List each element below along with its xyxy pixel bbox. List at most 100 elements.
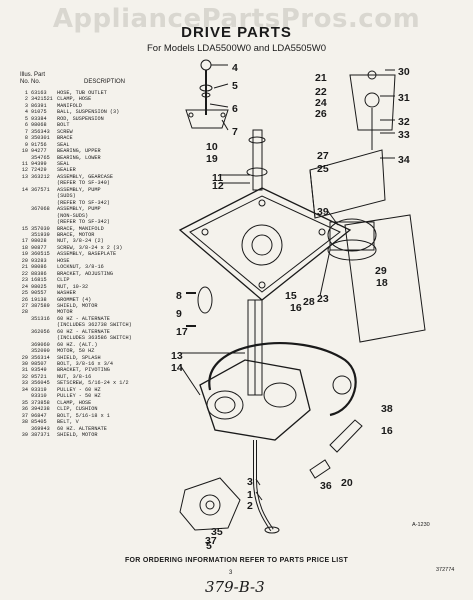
part-description: HOSE: [57, 257, 70, 264]
part-description: SETSCREW, 5/16-24 x 1/2: [57, 380, 129, 387]
page-number: 3: [229, 570, 233, 576]
part-description: LOCKNUT, 3/8-16: [57, 264, 104, 271]
callout-number: 9: [176, 308, 182, 320]
part-description: BRACE, MOTOR: [57, 231, 95, 238]
pump-assembly: [179, 477, 241, 531]
part-description: NUT, 3/8-24 (2): [57, 238, 104, 245]
part-description: SHIELD, MOTOR: [57, 302, 98, 309]
adjusting-bracket: [329, 419, 363, 453]
part-illus-number: 17: [21, 238, 28, 245]
callout-number: 28: [303, 296, 315, 308]
callout-number: 29: [375, 265, 387, 277]
header-no: No. No.: [20, 79, 41, 85]
parts-list-header: Illus. Part No. No. DESCRIPTION: [20, 72, 125, 86]
baseplate: [178, 187, 352, 301]
callout-number: 16: [290, 302, 302, 314]
callout-number: 2: [247, 500, 253, 512]
page-title: DRIVE PARTS: [181, 24, 292, 41]
part-illus-number: 26: [21, 296, 28, 303]
parts-list-row: (REFER TO SF-342): [18, 219, 168, 225]
header-illus: Illus. Part: [20, 72, 46, 78]
part-number: 362056: [31, 328, 50, 335]
part-description: (REFER TO SF-340): [57, 180, 110, 187]
part-description: BRACE: [57, 135, 73, 142]
ordering-info: FOR ORDERING INFORMATION REFER TO PARTS …: [124, 557, 349, 564]
part-number: 90557: [31, 290, 47, 297]
part-number: 363212: [31, 173, 50, 180]
part-illus-number: 7: [24, 128, 28, 135]
callout-number: 6: [232, 103, 238, 115]
part-number: 98068: [31, 122, 47, 129]
part-illus-number: 1: [24, 90, 28, 96]
part-number: 93283: [31, 257, 47, 264]
part-illus-number: 25: [21, 290, 28, 297]
part-illus-number: 14: [21, 186, 28, 193]
part-number: 351939: [31, 231, 50, 238]
parts-list-row: (INCLUDES 362738 SWITCH): [18, 322, 168, 328]
part-description: SCREW, 3/8-24 x 2 (3): [57, 244, 123, 251]
part-illus-number: 24: [21, 283, 28, 290]
part-number: 98086: [31, 264, 47, 271]
callout-number: 10: [206, 141, 218, 153]
part-description: CLIP: [57, 277, 70, 284]
parts-list-row: 351939 BRACE, MOTOR: [18, 232, 168, 238]
part-description: BRACKET, ADJUSTING: [57, 270, 114, 277]
part-number: 356045: [31, 380, 50, 387]
parts-list-row: (NON-SUDS): [18, 213, 168, 219]
callout-number: 15: [285, 290, 297, 302]
part-number: 387589: [31, 302, 50, 309]
pulley: [332, 375, 352, 395]
callout-number: 5: [232, 80, 238, 92]
part-number: 352090: [31, 348, 50, 355]
callout-number: 32: [398, 116, 410, 128]
part-description: SEALER: [57, 167, 76, 174]
part-description: BOLT, 3/8-16 x 3/4: [57, 361, 114, 368]
part-number: 351316: [31, 315, 50, 322]
part-description: WASHER: [57, 290, 76, 297]
part-description: MOTOR: [57, 309, 73, 316]
parts-list-row: (SUDS): [18, 193, 168, 199]
parts-list-row: (REFER TO SF-340): [18, 180, 168, 186]
part-illus-number: 15: [21, 225, 28, 232]
part-number: 19138: [31, 296, 47, 303]
callout-number: 11: [212, 172, 224, 184]
part-illus-number: 10: [21, 148, 28, 155]
part-illus-number: 4: [24, 109, 28, 116]
part-description: ASSEMBLY, BASEPLATE: [57, 251, 117, 258]
part-description: CLAMP, HOSE: [57, 96, 92, 103]
handwritten-note: 379-B-3: [205, 578, 265, 596]
part-illus-number: 8: [24, 135, 28, 142]
part-illus-number: 34: [21, 386, 28, 393]
part-number: 95721: [31, 373, 47, 380]
callout-number: 18: [376, 277, 388, 289]
part-number: 72429: [31, 167, 47, 174]
part-description: (REFER TO SF-342): [57, 199, 110, 206]
callout-number: 16: [381, 425, 393, 437]
part-description: (INCLUDES 362738 SWITCH): [57, 322, 132, 329]
part-description: ROD, SUSPENSION: [57, 115, 104, 122]
watermark: AppliancePartsPros.com: [52, 4, 421, 34]
callout-number: 33: [398, 129, 410, 141]
callout-number: 37: [205, 535, 217, 547]
center-shaft: [252, 129, 263, 191]
part-description: NUT, 10-32: [57, 283, 89, 290]
part-description: GROMMET (4): [57, 296, 92, 303]
part-description: MOTOR, 50 HZ: [57, 348, 95, 355]
